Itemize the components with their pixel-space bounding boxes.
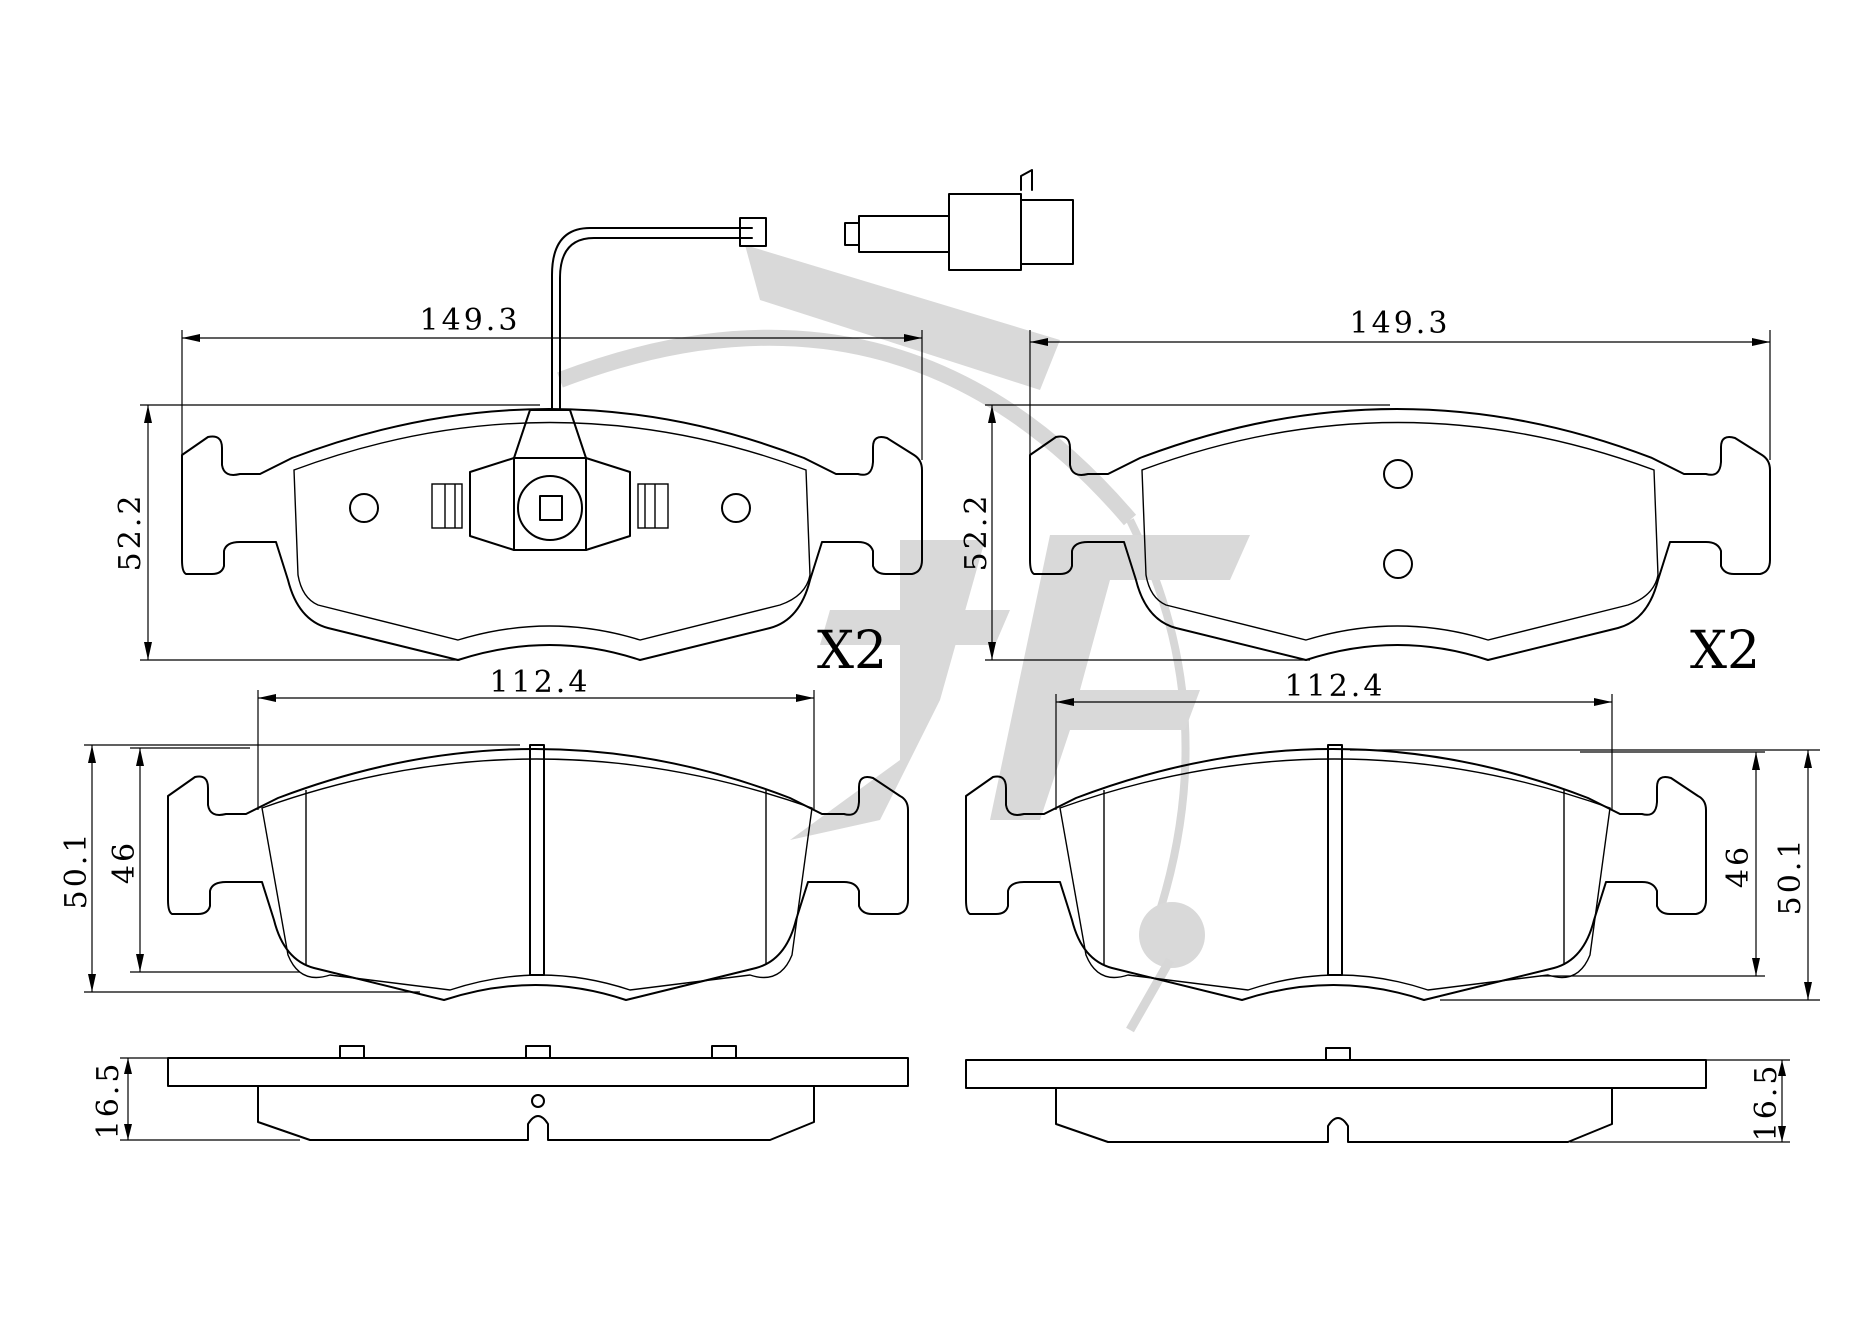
pad-a-friction-view: 112.4 50.1 46 [59, 665, 909, 1001]
outer-height-dimension: 50.1 [59, 831, 94, 910]
backing-plate-outline [1029, 408, 1771, 661]
friction-slot [529, 744, 545, 976]
wear-sensor-connector-icon [551, 169, 1074, 411]
friction-material-outline [261, 758, 813, 991]
friction-inner-outline [293, 421, 811, 641]
thickness-dimension: 16.5 [91, 1061, 126, 1140]
backing-plate-profile [167, 1057, 909, 1087]
backing-plate-outline [965, 748, 1707, 1001]
quantity-label: X2 [817, 621, 887, 681]
mounting-hole [1383, 549, 1413, 579]
mounting-hole [721, 493, 751, 523]
width-dimension: 112.4 [1285, 669, 1386, 704]
backing-plate-outline [181, 408, 923, 661]
sensor-clip-body [513, 457, 587, 551]
mounting-hole [1383, 459, 1413, 489]
pad-a-backing-view: 149.3 52.2 X2 [113, 169, 1074, 681]
width-dimension: 149.3 [1350, 306, 1451, 341]
quantity-label: X2 [1690, 621, 1760, 681]
mounting-hole [349, 493, 379, 523]
friction-profile [1055, 1087, 1613, 1143]
pad-b-side-view: 16.5 [965, 1047, 1790, 1143]
pad-a-side-view: 16.5 [91, 1045, 909, 1141]
outer-height-dimension: 50.1 [1773, 837, 1808, 916]
thickness-dimension: 16.5 [1749, 1063, 1784, 1142]
friction-slot [1327, 744, 1343, 976]
width-dimension: 112.4 [490, 665, 591, 700]
backing-plate-outline [167, 748, 909, 1001]
inner-height-dimension: 46 [1721, 844, 1756, 888]
brand-logo-watermark [557, 245, 1250, 1033]
backing-plate-profile [965, 1059, 1707, 1089]
friction-material-outline [1059, 758, 1611, 991]
pad-b-friction-view: 112.4 50.1 46 [965, 669, 1820, 1001]
width-dimension: 149.3 [420, 303, 521, 338]
friction-inner-outline [1141, 421, 1659, 641]
height-dimension: 52.2 [113, 493, 148, 572]
inner-height-dimension: 46 [107, 840, 142, 884]
pad-b-backing-view: 149.3 52.2 X2 [959, 306, 1771, 681]
height-dimension: 52.2 [959, 493, 994, 572]
friction-profile [257, 1085, 815, 1141]
